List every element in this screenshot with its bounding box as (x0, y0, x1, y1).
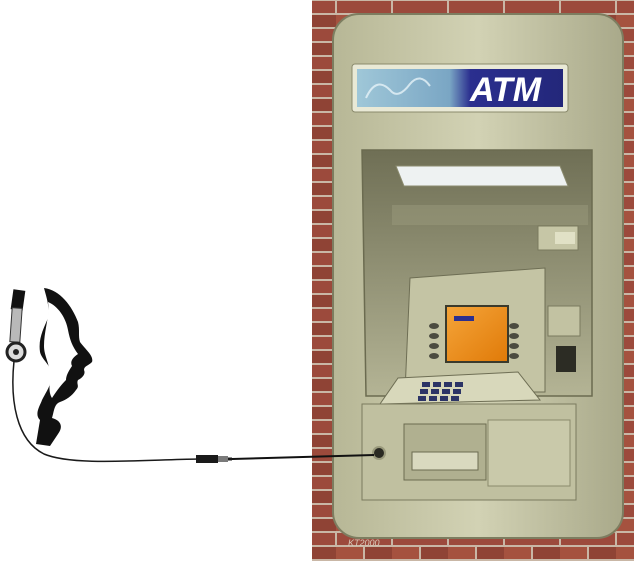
atm-sign-text: ATM (469, 71, 542, 109)
head-silhouette-icon (36, 288, 92, 446)
audio-plug-icon (196, 455, 232, 463)
headphone-icon (7, 289, 25, 361)
atm-light-panel (396, 166, 568, 186)
model-label: KT2000 (348, 538, 380, 548)
atm-screen (446, 306, 508, 362)
atm-machine: ATM (333, 14, 623, 538)
audio-jack (373, 447, 385, 459)
